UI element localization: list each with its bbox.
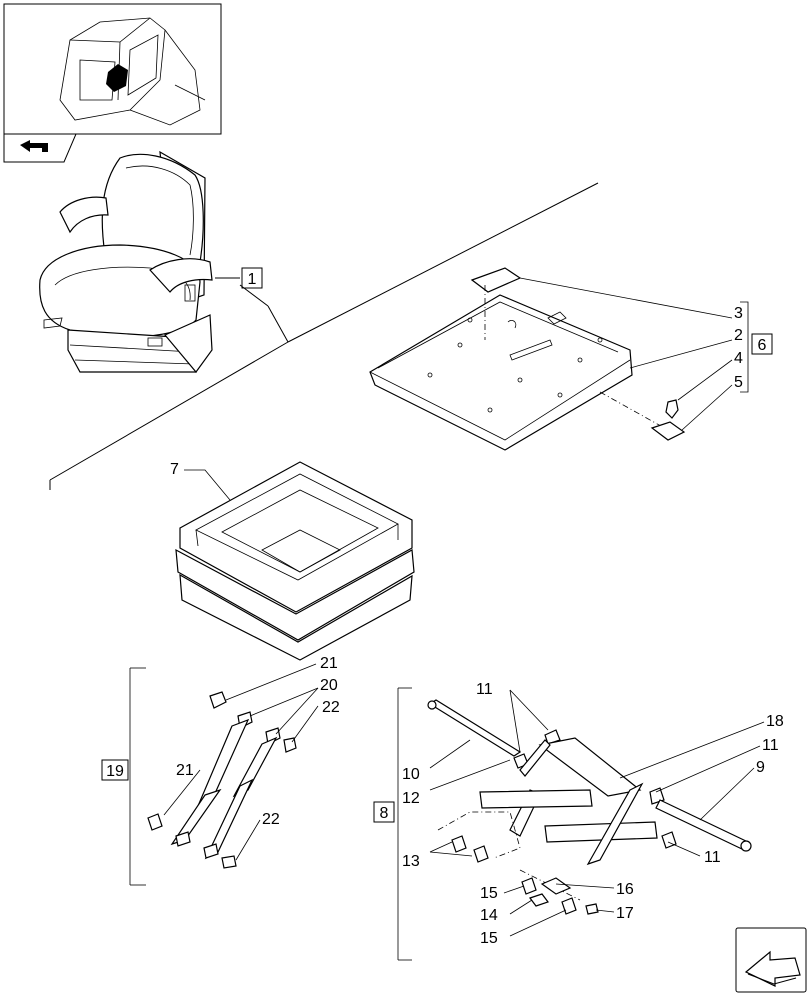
callout-11-top: 11 [476, 681, 493, 698]
ref-box-8[interactable]: 8 [373, 801, 395, 823]
callout-22-top: 22 [322, 699, 340, 716]
callout-5: 5 [734, 374, 743, 391]
callout-21-bottom: 21 [176, 762, 194, 779]
seat-base-plate-drawing [369, 267, 669, 451]
callout-10: 10 [402, 766, 420, 783]
callout-1: 1 [248, 271, 257, 288]
leader-lines [163, 277, 765, 937]
callout-15-top: 15 [480, 885, 498, 902]
callout-7: 7 [170, 461, 179, 478]
back-arrow-icon[interactable] [3, 133, 77, 163]
callout-11-right: 11 [762, 737, 779, 754]
callout-numbers: 3 2 4 5 7 21 20 22 21 22 11 18 11 10 9 1… [170, 305, 784, 947]
callout-18: 18 [766, 713, 784, 730]
scissor-linkage-drawing [397, 687, 752, 961]
callout-8: 8 [380, 805, 389, 822]
callout-17: 17 [616, 905, 634, 922]
callout-4: 4 [734, 350, 743, 367]
shock-absorber-drawing [129, 667, 297, 886]
callout-6: 6 [758, 337, 767, 354]
callout-22-bottom: 22 [262, 811, 280, 828]
callout-11-bottom: 11 [704, 849, 721, 866]
callout-20: 20 [320, 677, 338, 694]
callout-2: 2 [734, 327, 743, 344]
callout-14: 14 [480, 907, 498, 924]
ref-box-6[interactable]: 6 [751, 333, 773, 355]
callout-16: 16 [616, 881, 634, 898]
callout-3: 3 [734, 305, 743, 322]
bracket-6 [740, 301, 749, 393]
callout-9: 9 [756, 759, 765, 776]
callout-13: 13 [402, 853, 420, 870]
callout-12: 12 [402, 790, 420, 807]
callout-15-bottom: 15 [480, 930, 498, 947]
suspension-bellows-drawing [175, 461, 415, 661]
ref-box-1[interactable]: 1 [241, 267, 263, 289]
seat-assembly-drawing [39, 150, 213, 373]
tractor-cab-thumbnail-icon[interactable] [3, 3, 222, 135]
ref-box-19[interactable]: 19 [101, 759, 129, 781]
next-page-icon[interactable] [735, 927, 807, 993]
callout-19: 19 [106, 763, 124, 780]
bolt-and-clip-drawing [650, 399, 686, 441]
callout-21-top: 21 [320, 655, 338, 672]
